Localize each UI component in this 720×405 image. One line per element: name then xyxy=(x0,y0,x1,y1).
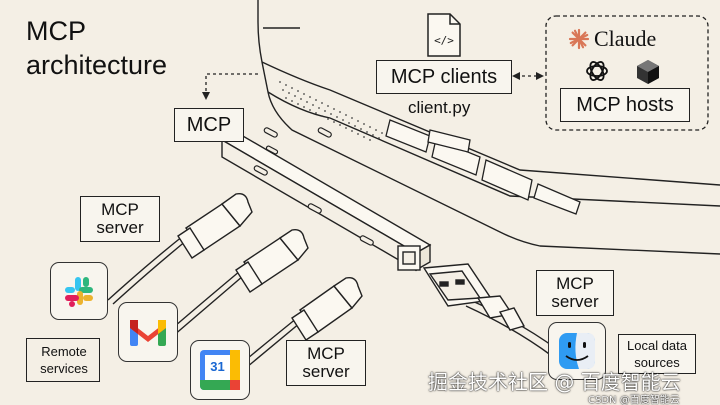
remote-services-outline xyxy=(26,338,100,382)
laptop-illustration xyxy=(257,0,720,255)
finder-tile xyxy=(548,322,606,380)
openai-logo-icon xyxy=(584,58,610,84)
cube-logo-icon xyxy=(634,58,662,86)
usb-c-ports xyxy=(253,127,374,246)
local-data-sources-box: Local data sources xyxy=(618,334,696,374)
watermark-small: CSDN @百度智能云 xyxy=(588,395,680,405)
finder-icon xyxy=(559,333,595,369)
mcp-hub xyxy=(220,131,432,272)
slack-tile xyxy=(50,262,108,320)
remote-services-box: Remote services xyxy=(40,344,88,376)
watermark-main: 掘金技术社区 @ 百度智能云 xyxy=(428,370,681,394)
speaker-grille xyxy=(279,81,383,141)
mcp-server-box-lower: MCP server xyxy=(286,340,366,386)
client-file-label: client.py xyxy=(408,98,471,117)
mcp-server-box-upper: MCP server xyxy=(80,196,160,242)
hosts-group-outline xyxy=(545,15,709,131)
arrow-heads xyxy=(202,72,544,100)
calendar-tile: 31 xyxy=(190,340,250,400)
claude-sparkle-icon xyxy=(568,28,590,50)
slack-icon xyxy=(65,277,93,307)
code-file-icon: </> xyxy=(426,12,462,58)
diagram-title-line2: architecture xyxy=(26,50,168,80)
mcp-hosts-box: MCP hosts xyxy=(560,88,690,122)
keyboard-keys xyxy=(385,119,581,215)
gmail-tile xyxy=(118,302,178,362)
google-calendar-icon: 31 xyxy=(200,350,240,390)
calendar-day: 31 xyxy=(210,359,225,374)
usb-a-cable xyxy=(422,263,559,357)
diagram-title-line1: MCP xyxy=(26,16,86,46)
claude-label: Claude xyxy=(594,26,657,51)
mcp-server-box-local: MCP server xyxy=(536,270,614,316)
gmail-icon xyxy=(130,320,166,346)
svg-text:</>: </> xyxy=(434,34,454,47)
mcp-clients-box: MCP clients xyxy=(376,60,512,94)
mcp-box: MCP xyxy=(174,108,244,142)
